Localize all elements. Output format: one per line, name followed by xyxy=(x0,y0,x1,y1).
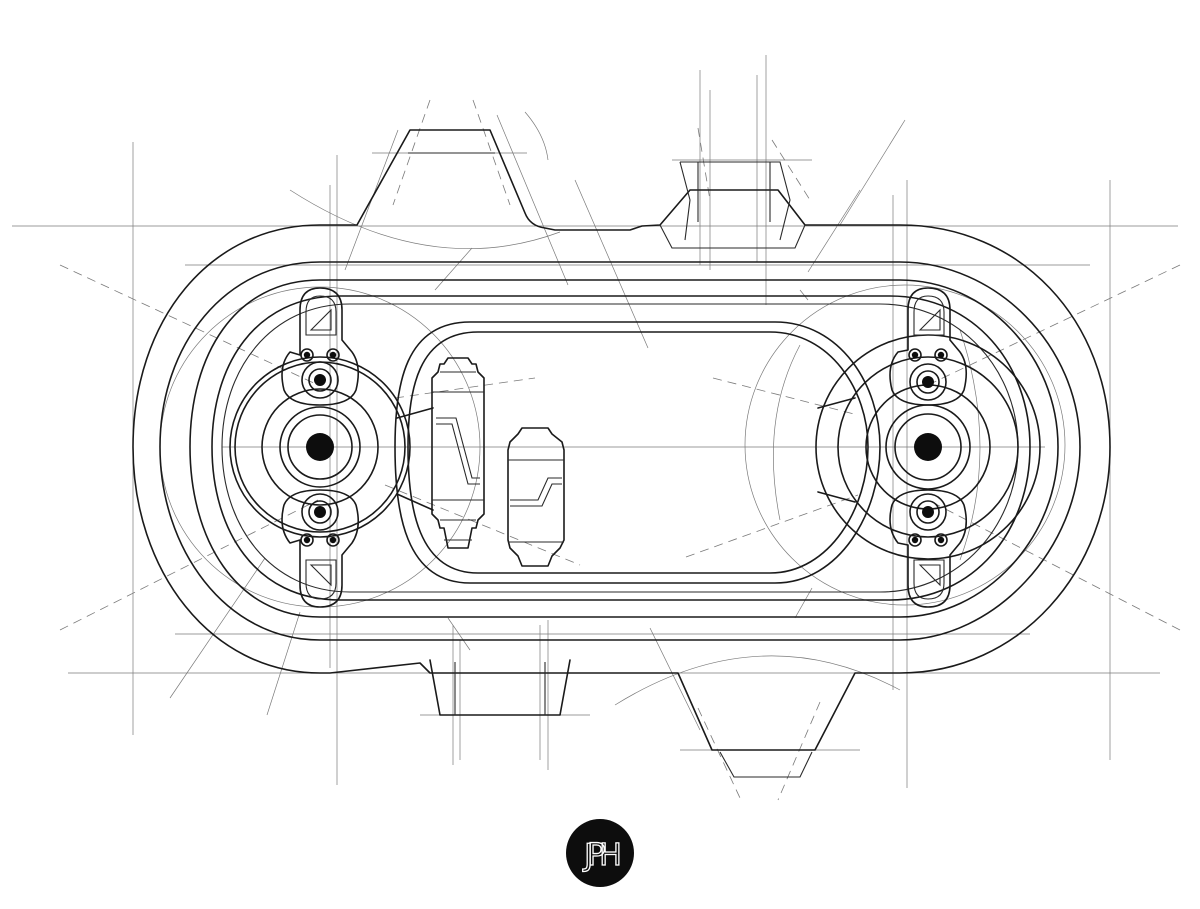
inner-rims xyxy=(159,261,1081,641)
left-top-bracket xyxy=(281,287,360,406)
left-bottom-bracket xyxy=(281,489,360,608)
dashed-projection-lines xyxy=(59,99,1181,801)
center-panel-outer xyxy=(394,321,881,584)
construction-lines xyxy=(12,55,1178,788)
rim-2 xyxy=(189,279,1059,618)
left-center-hole xyxy=(306,433,334,461)
right-module xyxy=(815,287,1041,608)
capsule-1 xyxy=(431,357,485,549)
capsule-2 xyxy=(507,427,565,567)
rim-3 xyxy=(211,295,1031,601)
rim-1 xyxy=(159,261,1081,641)
rim-4 xyxy=(221,303,1019,593)
right-bottom-bracket xyxy=(889,489,968,608)
right-top-bracket xyxy=(889,287,968,406)
left-module xyxy=(229,287,411,608)
outer-shell xyxy=(132,129,1111,751)
center-panel-inner xyxy=(407,331,869,574)
logo-circle xyxy=(566,819,634,887)
jph-logo: JPH xyxy=(566,819,634,887)
logo-monogram: JPH xyxy=(582,838,619,873)
right-center-hole xyxy=(914,433,942,461)
controller-body xyxy=(132,129,1111,778)
